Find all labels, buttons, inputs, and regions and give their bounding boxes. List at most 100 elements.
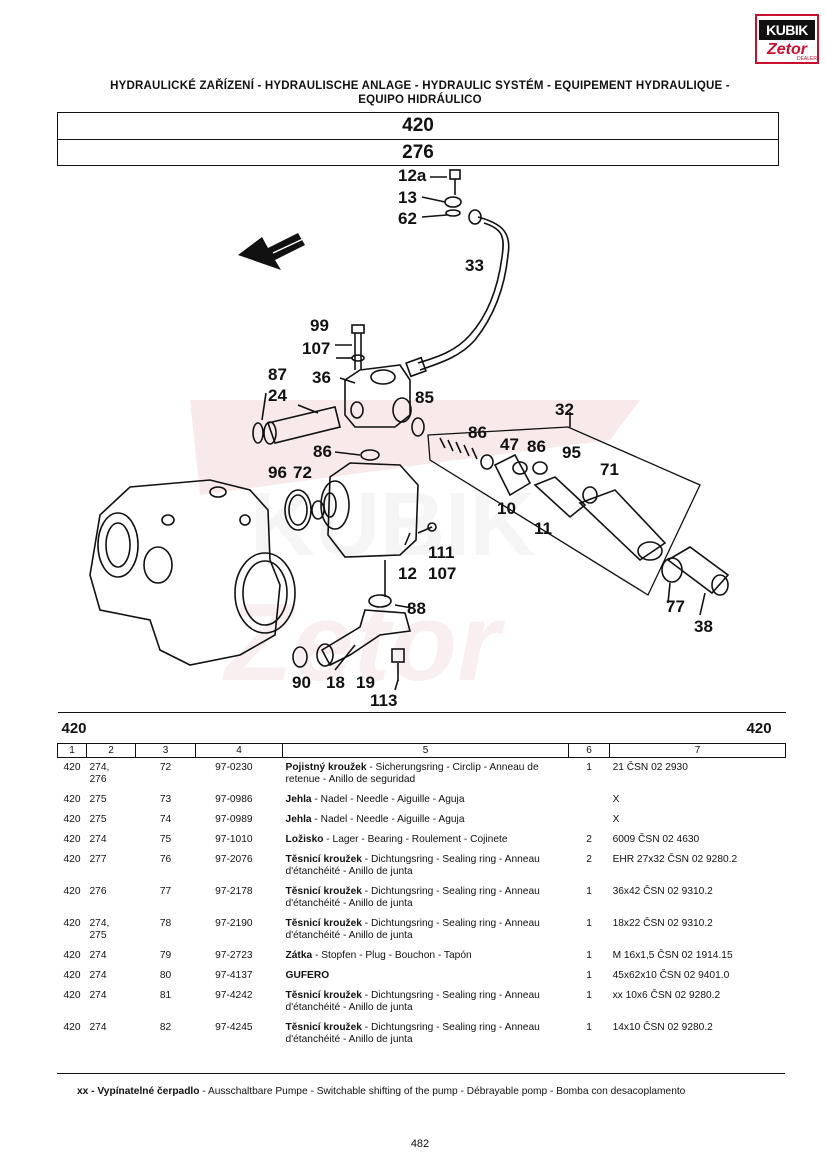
- cell-position: 74: [159, 814, 172, 825]
- part-translations: - Dichtungsring - Sealing ring - Anneau …: [285, 1022, 540, 1045]
- cell-standard: 18x22 ČSN 02 9310.2: [612, 918, 713, 929]
- callout: 107: [428, 564, 456, 583]
- cell-position: 82: [159, 1022, 172, 1033]
- part-translations: - Dichtungsring - Sealing ring - Anneau …: [285, 886, 540, 909]
- cell-model: 420: [63, 886, 81, 897]
- cell-part-number: 97-2178: [215, 886, 253, 897]
- cell-standard: xx 10x6 ČSN 02 9280.2: [612, 990, 721, 1001]
- part-name: Těsnicí kroužek: [285, 886, 362, 897]
- table-row: 420 277 76 97-2076 Těsnicí kroužek - Dic…: [58, 850, 786, 882]
- callout: 32: [555, 400, 574, 419]
- kubik-zetor-logo: KUBIK Zetor DEALER: [755, 14, 819, 64]
- callout: 86: [313, 442, 332, 461]
- cell-position: 73: [159, 794, 172, 805]
- cell-part-number: 97-2076: [215, 854, 253, 865]
- callout: 10: [497, 499, 516, 518]
- cell-quantity: 2: [586, 834, 592, 845]
- column-header: 6: [568, 743, 611, 758]
- cell-quantity: 1: [586, 1022, 592, 1033]
- cell-quantity: 1: [586, 970, 592, 981]
- cell-part-number: 97-1010: [215, 834, 253, 845]
- cell-part-number: 97-2190: [215, 918, 253, 929]
- cell-variant: 274: [89, 970, 107, 981]
- cell-model: 420: [63, 834, 81, 845]
- cell-quantity: 2: [586, 854, 592, 865]
- column-header: 7: [609, 743, 787, 758]
- cell-model: 420: [63, 814, 81, 825]
- part-translations: - Nadel - Needle - Aiguille - Aguja: [311, 814, 465, 825]
- cell-model: 420: [63, 762, 81, 773]
- callout: 90: [292, 673, 311, 692]
- logo-brand: KUBIK: [759, 20, 815, 40]
- cell-description: Jehla - Nadel - Needle - Aiguille - Aguj…: [283, 810, 569, 830]
- part-translations: - Dichtungsring - Sealing ring - Anneau …: [285, 918, 540, 941]
- table-row: 420 274, 276 72 97-0230 Pojistný kroužek…: [58, 758, 786, 791]
- cell-position: 76: [159, 854, 172, 865]
- cell-quantity: 1: [586, 762, 592, 773]
- cell-description: Jehla - Nadel - Needle - Aiguille - Aguj…: [283, 790, 569, 810]
- footnote-text: - Ausschaltbare Pumpe - Switchable shift…: [199, 1086, 686, 1097]
- cell-model: 420: [63, 990, 81, 1001]
- table-row: 420 275 73 97-0986 Jehla - Nadel - Needl…: [58, 790, 786, 810]
- part-name: Jehla: [285, 794, 312, 805]
- cell-part-number: 97-4245: [215, 1022, 253, 1033]
- cell-description: Pojistný kroužek - Sicherungsring - Circ…: [283, 758, 569, 791]
- callout: 86: [527, 437, 546, 456]
- cell-description: Těsnicí kroužek - Dichtungsring - Sealin…: [283, 986, 569, 1018]
- exploded-diagram: Zetor KUBIK: [0, 165, 826, 710]
- table-row: 420 274, 275 78 97-2190 Těsnicí kroužek …: [58, 914, 786, 946]
- cell-part-number: 97-0230: [215, 762, 253, 773]
- part-name: Těsnicí kroužek: [285, 854, 362, 865]
- table-model-right: 420: [609, 712, 786, 744]
- column-header: 4: [195, 743, 284, 758]
- footnote-key: xx - Vypínatelné čerpadlo: [77, 1086, 200, 1097]
- column-header: 1: [57, 743, 87, 758]
- cell-part-number: 97-0989: [215, 814, 253, 825]
- cell-part-number: 97-4137: [215, 970, 253, 981]
- callout: 99: [310, 316, 329, 335]
- callout: 18: [326, 673, 345, 692]
- diagram-svg: Zetor KUBIK: [89, 166, 730, 710]
- cell-variant: 274: [89, 834, 107, 845]
- cell-variant: 274, 276: [89, 762, 110, 785]
- cell-variant: 276: [89, 886, 107, 897]
- callout: 38: [694, 617, 713, 636]
- callout: 113: [370, 691, 397, 710]
- logo-frame: [755, 14, 819, 64]
- cell-standard: 45x62x10 ČSN 02 9401.0: [612, 970, 730, 981]
- callout: 62: [398, 209, 417, 228]
- cell-position: 78: [159, 918, 172, 929]
- table-row: 420 274 82 97-4245 Těsnicí kroužek - Dic…: [58, 1018, 786, 1050]
- cell-description: Zátka - Stopfen - Plug - Bouchon - Tapón: [283, 946, 569, 966]
- callout: 13: [398, 188, 417, 207]
- cell-description: Těsnicí kroužek - Dichtungsring - Sealin…: [283, 1018, 569, 1050]
- cell-description: Těsnicí kroužek - Dichtungsring - Sealin…: [283, 882, 569, 914]
- parts-drawing: [89, 169, 730, 691]
- cell-position: 77: [159, 886, 172, 897]
- cell-part-number: 97-2723: [215, 950, 253, 961]
- cell-variant: 275: [89, 794, 107, 805]
- part-translations: - Nadel - Needle - Aiguille - Aguja: [311, 794, 465, 805]
- column-header: 3: [134, 743, 197, 758]
- cell-model: 420: [63, 970, 81, 981]
- cell-description: GUFERO: [283, 966, 569, 986]
- cell-standard: X: [612, 794, 620, 805]
- cell-position: 79: [159, 950, 172, 961]
- callout: 12a: [398, 166, 427, 185]
- model-box-bottom: 276: [57, 139, 779, 166]
- cell-description: Těsnicí kroužek - Dichtungsring - Sealin…: [283, 914, 569, 946]
- svg-text:KUBIK: KUBIK: [250, 475, 535, 575]
- part-translations: - Dichtungsring - Sealing ring - Anneau …: [285, 854, 540, 877]
- watermark: Zetor KUBIK: [190, 400, 640, 704]
- table-row: 420 274 79 97-2723 Zátka - Stopfen - Plu…: [58, 946, 786, 966]
- callout: 47: [500, 435, 519, 454]
- cell-standard: X: [612, 814, 620, 825]
- callout: 96: [268, 463, 287, 482]
- cell-standard: 36x42 ČSN 02 9310.2: [612, 886, 713, 897]
- part-name: Těsnicí kroužek: [285, 990, 362, 1001]
- svg-text:Zetor: Zetor: [222, 581, 505, 704]
- cell-model: 420: [63, 1022, 81, 1033]
- page-title: HYDRAULICKÉ ZAŘÍZENÍ - HYDRAULISCHE ANLA…: [110, 80, 730, 92]
- parts-table: 420 420 1 2 3 4 5 6 7 420 274, 276 72 97…: [57, 712, 787, 1050]
- part-name: Ložisko: [285, 834, 324, 845]
